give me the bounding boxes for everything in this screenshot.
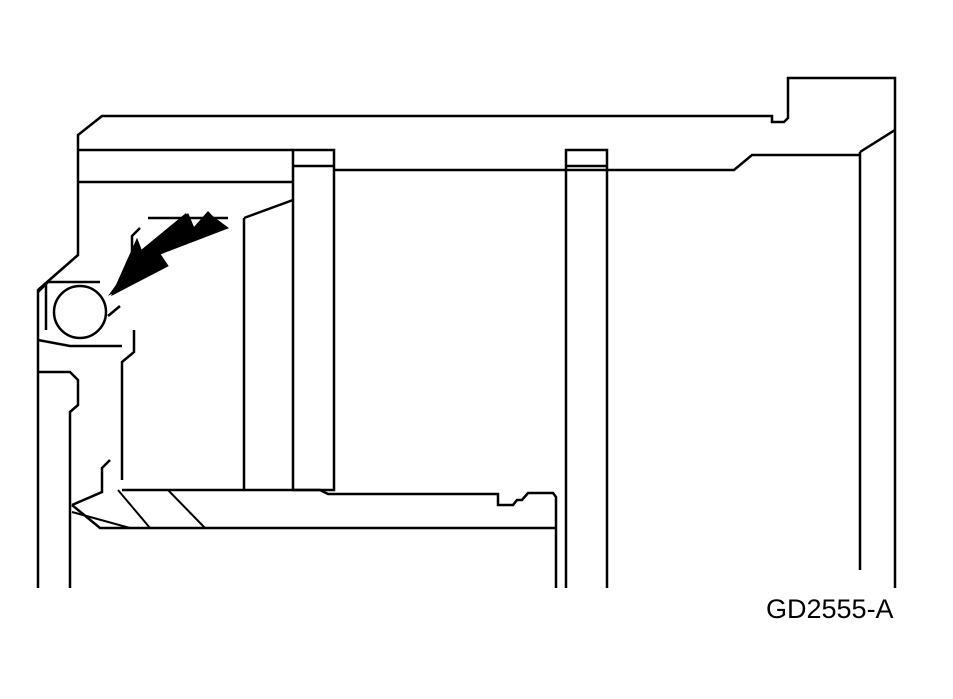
o-ring-seal <box>52 284 108 340</box>
clutch-plate-right <box>564 148 609 588</box>
piston <box>120 198 558 588</box>
seal-groove <box>37 280 121 330</box>
clutch-plate-left <box>291 148 336 492</box>
arrow-icon <box>108 211 230 297</box>
figure-id-label: GD2555-A <box>766 594 894 624</box>
inner-hub <box>37 338 556 588</box>
housing-outline <box>36 76 897 588</box>
